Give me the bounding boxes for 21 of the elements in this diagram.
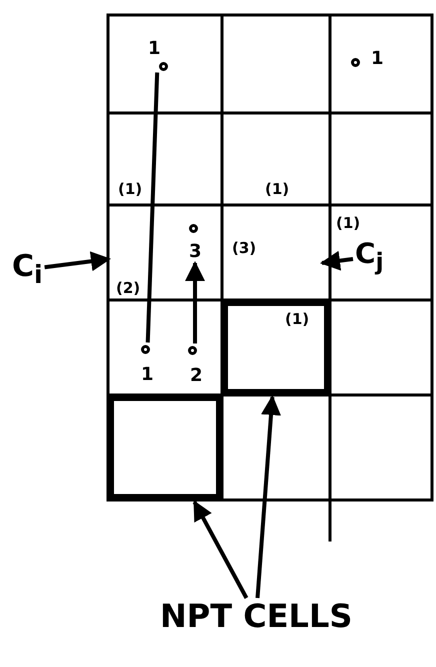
bold-cell: [108, 395, 222, 500]
arrow: [192, 500, 248, 599]
weight-label: (2): [116, 281, 140, 296]
arrow: [185, 261, 206, 344]
weight-label: (1): [265, 182, 290, 197]
weight-label: (1): [336, 216, 360, 231]
weight-label: (3): [232, 241, 256, 256]
point-number: 1: [371, 50, 384, 68]
handwritten-label: NPT CELLS: [160, 600, 352, 632]
point-number: 2: [190, 367, 203, 385]
point-number: 1: [148, 40, 161, 58]
point-number: 1: [141, 366, 154, 384]
weight-label: (1): [285, 312, 310, 327]
handwritten-label: C$_{i}$: [12, 252, 43, 287]
weight-label: (1): [118, 182, 142, 197]
arrow: [256, 395, 281, 598]
point-number: 3: [189, 243, 202, 261]
handwritten-label: C$_{j}$: [355, 240, 384, 274]
arrow: [44, 251, 111, 272]
connector-line: [146, 72, 160, 343]
bold-cell: [222, 300, 330, 395]
